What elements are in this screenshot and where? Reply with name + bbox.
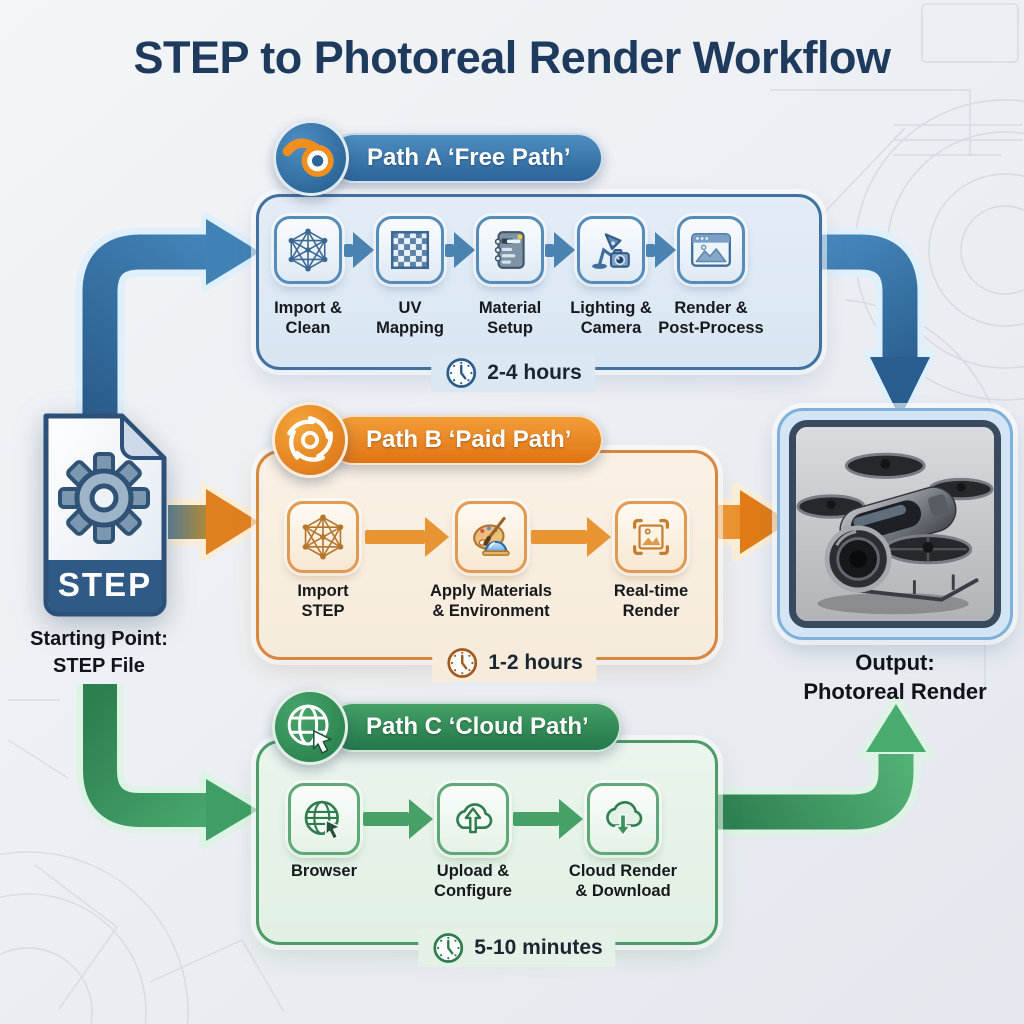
step-arrow-icon [531,517,611,557]
arrow-step-to-path-a [75,212,267,424]
keyshot-icon [272,402,348,478]
step-file-icon: STEP [43,413,167,617]
uv-checker-icon-tile [376,216,444,284]
gear-icon [58,452,150,544]
step-arrow-icon [646,232,676,268]
palette-icon [473,516,510,556]
step-arrow-icon [513,799,583,839]
step-label: Material Setup [478,299,542,338]
step-label: Import STEP [297,582,349,621]
path-a-label: Path A ‘Free Path’ [329,133,603,183]
realtime-render-icon [633,519,669,555]
step-label: Upload & Configure [434,862,512,901]
path-a-header: Path A ‘Free Path’ [273,120,603,196]
time-label: 1-2 hours [488,651,583,674]
step-arrow-icon [344,232,374,268]
uv-checker-icon [390,230,430,270]
palette-icon-tile [455,501,527,573]
step-label: Cloud Render & Download [568,862,678,901]
output-box [777,408,1013,640]
clock-icon [447,648,478,678]
globe-cursor-icon [272,689,348,765]
path-b-label: Path B ‘Paid Path’ [328,415,604,465]
step-label: Import & Clean [274,299,342,338]
clock-icon [446,358,477,388]
start-caption: Starting Point: STEP File [30,628,168,677]
path-c-label: Path C ‘Cloud Path’ [328,702,621,752]
time-badge: 5-10 minutes [418,929,616,967]
arrow-step-to-path-b [168,482,267,562]
step-label: Browser [290,862,358,880]
arrow-path-c-to-output [716,695,935,837]
path-a-box: Import & Clean UV Mapping Material Setup… [256,194,822,392]
step-arrow-icon [363,799,433,839]
arrow-path-b-to-output [716,482,799,562]
mesh-icon-tile [274,216,342,284]
drone-render-image [789,420,1001,628]
page-title: STEP to Photoreal Render Workflow [133,32,891,83]
clock-icon [433,933,464,963]
time-label: 5-10 minutes [474,936,603,959]
time-badge: 1-2 hours [432,644,596,682]
path-b-header: Path B ‘Paid Path’ [272,402,604,478]
path-c-box: Browser Upload & Configure Cloud Render … [256,740,718,967]
step-label: Render & Post-Process [658,299,764,338]
browser-icon-tile [288,783,360,855]
cloud-upload-icon [456,803,493,834]
render-window-icon-tile [677,216,745,284]
time-label: 2-4 hours [487,361,582,384]
mesh-icon-tile [287,501,359,573]
realtime-render-icon-tile [615,501,687,573]
path-c-header: Path C ‘Cloud Path’ [272,689,621,765]
step-label: UV Mapping [376,299,444,338]
lamp-camera-icon-tile [577,216,645,284]
output-caption: Output: Photoreal Render [803,650,987,705]
step-arrow-icon [365,517,449,557]
mesh-icon [288,228,328,272]
step-label: Real-time Render [613,582,689,621]
material-panel-icon-tile [476,216,544,284]
step-label: Lighting & Camera [570,299,652,338]
path-b-box: Import STEP Apply Materials & Environmen… [256,450,718,682]
lamp-camera-icon [592,233,630,269]
cloud-download-icon-tile [587,783,659,855]
arrow-path-a-to-output [818,227,937,425]
step-label: Apply Materials & Environment [430,582,552,621]
material-panel-icon [494,231,525,269]
time-badge: 2-4 hours [431,354,595,392]
cloud-upload-icon-tile [437,783,509,855]
cloud-download-icon [606,800,643,837]
render-window-icon [691,233,731,267]
globe-cursor-icon [304,800,342,840]
blender-icon [273,120,349,196]
step-file-badge: STEP [58,566,152,603]
step-arrow-icon [545,232,575,268]
arrow-step-to-path-c [76,684,267,850]
mesh-icon [302,514,344,560]
step-arrow-icon [445,232,475,268]
